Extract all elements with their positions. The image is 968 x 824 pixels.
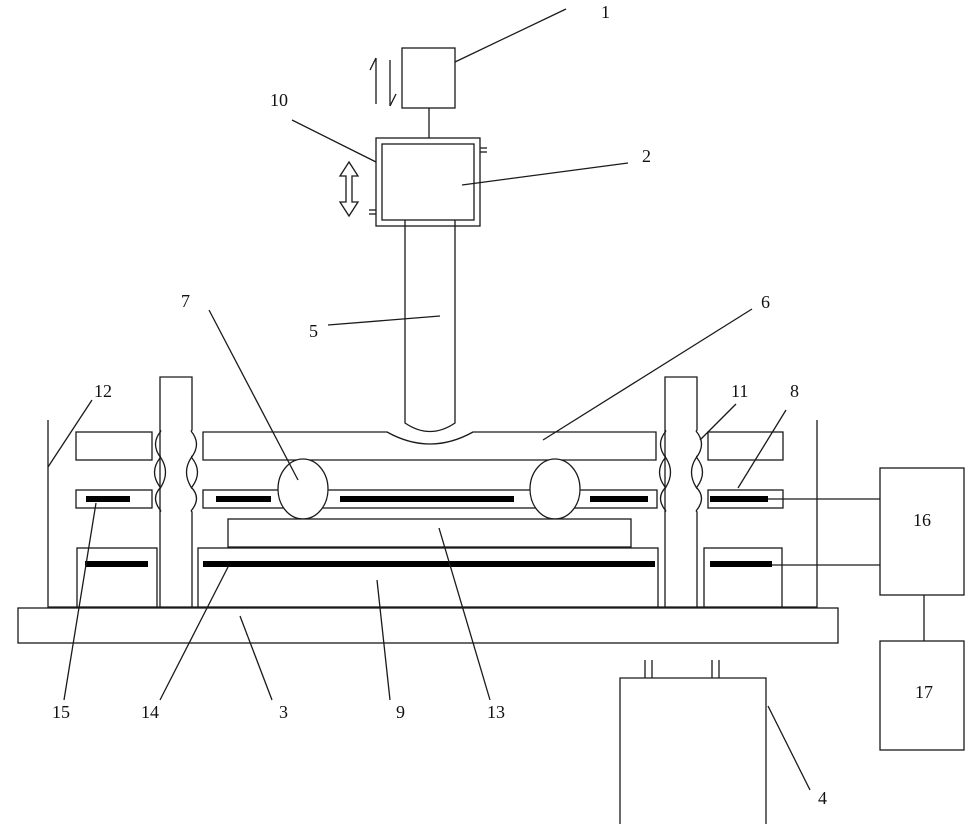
controller-box: [880, 468, 964, 595]
spacer-balls: [278, 459, 580, 519]
label-12: 12: [94, 381, 112, 401]
label-14: 14: [141, 702, 159, 722]
label-10: 10: [270, 90, 288, 110]
label-3: 3: [279, 702, 288, 722]
label-1: 1: [601, 2, 610, 22]
label-9: 9: [396, 702, 405, 722]
label-17: 17: [915, 682, 933, 702]
base-plate: [18, 608, 838, 643]
label-8: 8: [790, 381, 799, 401]
press-rod: [405, 220, 455, 432]
label-5: 5: [309, 321, 318, 341]
label-13: 13: [487, 702, 505, 722]
label-11: 11: [731, 381, 748, 401]
label-7: 7: [181, 291, 190, 311]
clamp-housing: [369, 138, 487, 226]
label-16: 16: [913, 510, 931, 530]
vertical-motion-arrows-icon: [370, 58, 396, 106]
label-15: 15: [52, 702, 70, 722]
tank: [620, 660, 766, 824]
workpiece: [228, 519, 631, 547]
double-arrow-icon: [340, 162, 358, 216]
label-2: 2: [642, 146, 651, 166]
label-6: 6: [761, 292, 770, 312]
label-4: 4: [818, 788, 827, 808]
drive-unit: [402, 48, 455, 140]
